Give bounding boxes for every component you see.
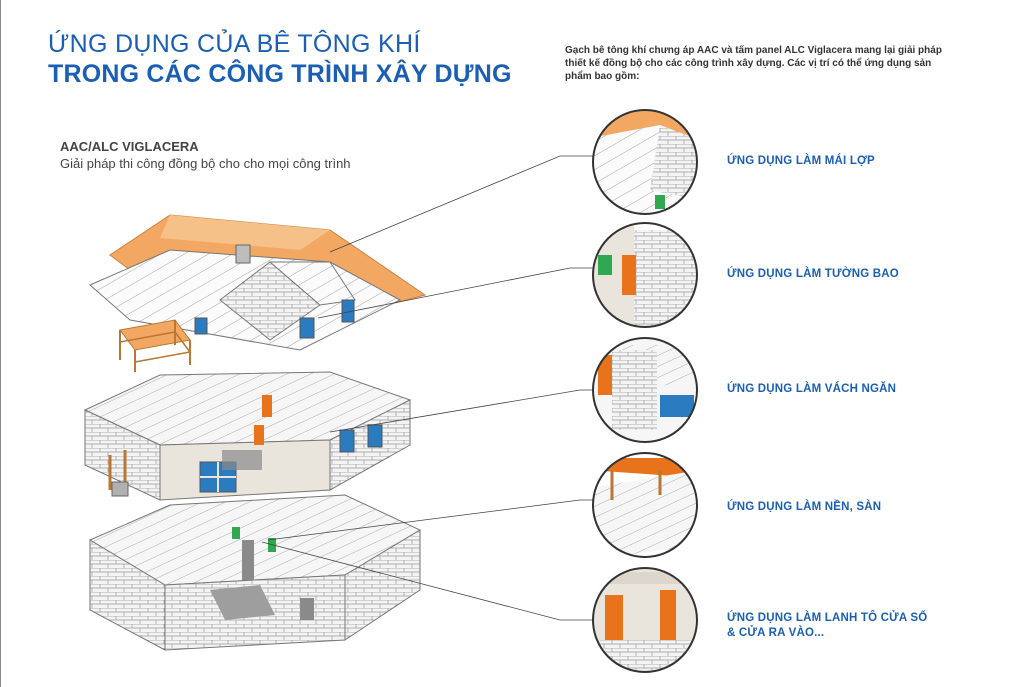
application-label-floor: ỨNG DỤNG LÀM NỀN, SÀN	[727, 501, 882, 513]
page-edge	[0, 0, 1, 687]
brand-name: AAC/ALC VIGLACERA	[60, 139, 199, 154]
roof-level	[89, 214, 427, 372]
page-title-line-2: TRONG CÁC CÔNG TRÌNH XÂY DỰNG	[48, 60, 512, 88]
ground-level	[88, 494, 422, 651]
detail-circle-roof	[592, 109, 698, 215]
detail-circle-wall	[592, 222, 698, 328]
detail-circle-lintel	[592, 567, 698, 673]
brand-block: AAC/ALC VIGLACERA Giải pháp thi công đồn…	[60, 138, 351, 172]
detail-circle-floor	[592, 452, 698, 558]
brand-tagline: Giải pháp thi công đồng bộ cho cho mọi c…	[60, 156, 351, 171]
application-label-partition: ỨNG DỤNG LÀM VÁCH NGĂN	[727, 383, 897, 395]
detail-circle-partition	[592, 337, 698, 443]
application-label-outer-wall: ỨNG DỤNG LÀM TƯỜNG BAO	[727, 268, 899, 280]
leader-lines	[261, 155, 597, 621]
middle-level	[83, 371, 412, 501]
application-label-roof: ỨNG DỤNG LÀM MÁI LỢP	[727, 155, 875, 167]
application-label-lintel: ỨNG DỤNG LÀM LANH TÔ CỬA SỔ & CỬA RA VÀO…	[727, 612, 928, 639]
page-title-line-1: ỨNG DỤNG CỦA BÊ TÔNG KHÍ	[48, 30, 421, 58]
intro-paragraph: Gạch bê tông khí chưng áp AAC và tấm pan…	[565, 45, 942, 82]
